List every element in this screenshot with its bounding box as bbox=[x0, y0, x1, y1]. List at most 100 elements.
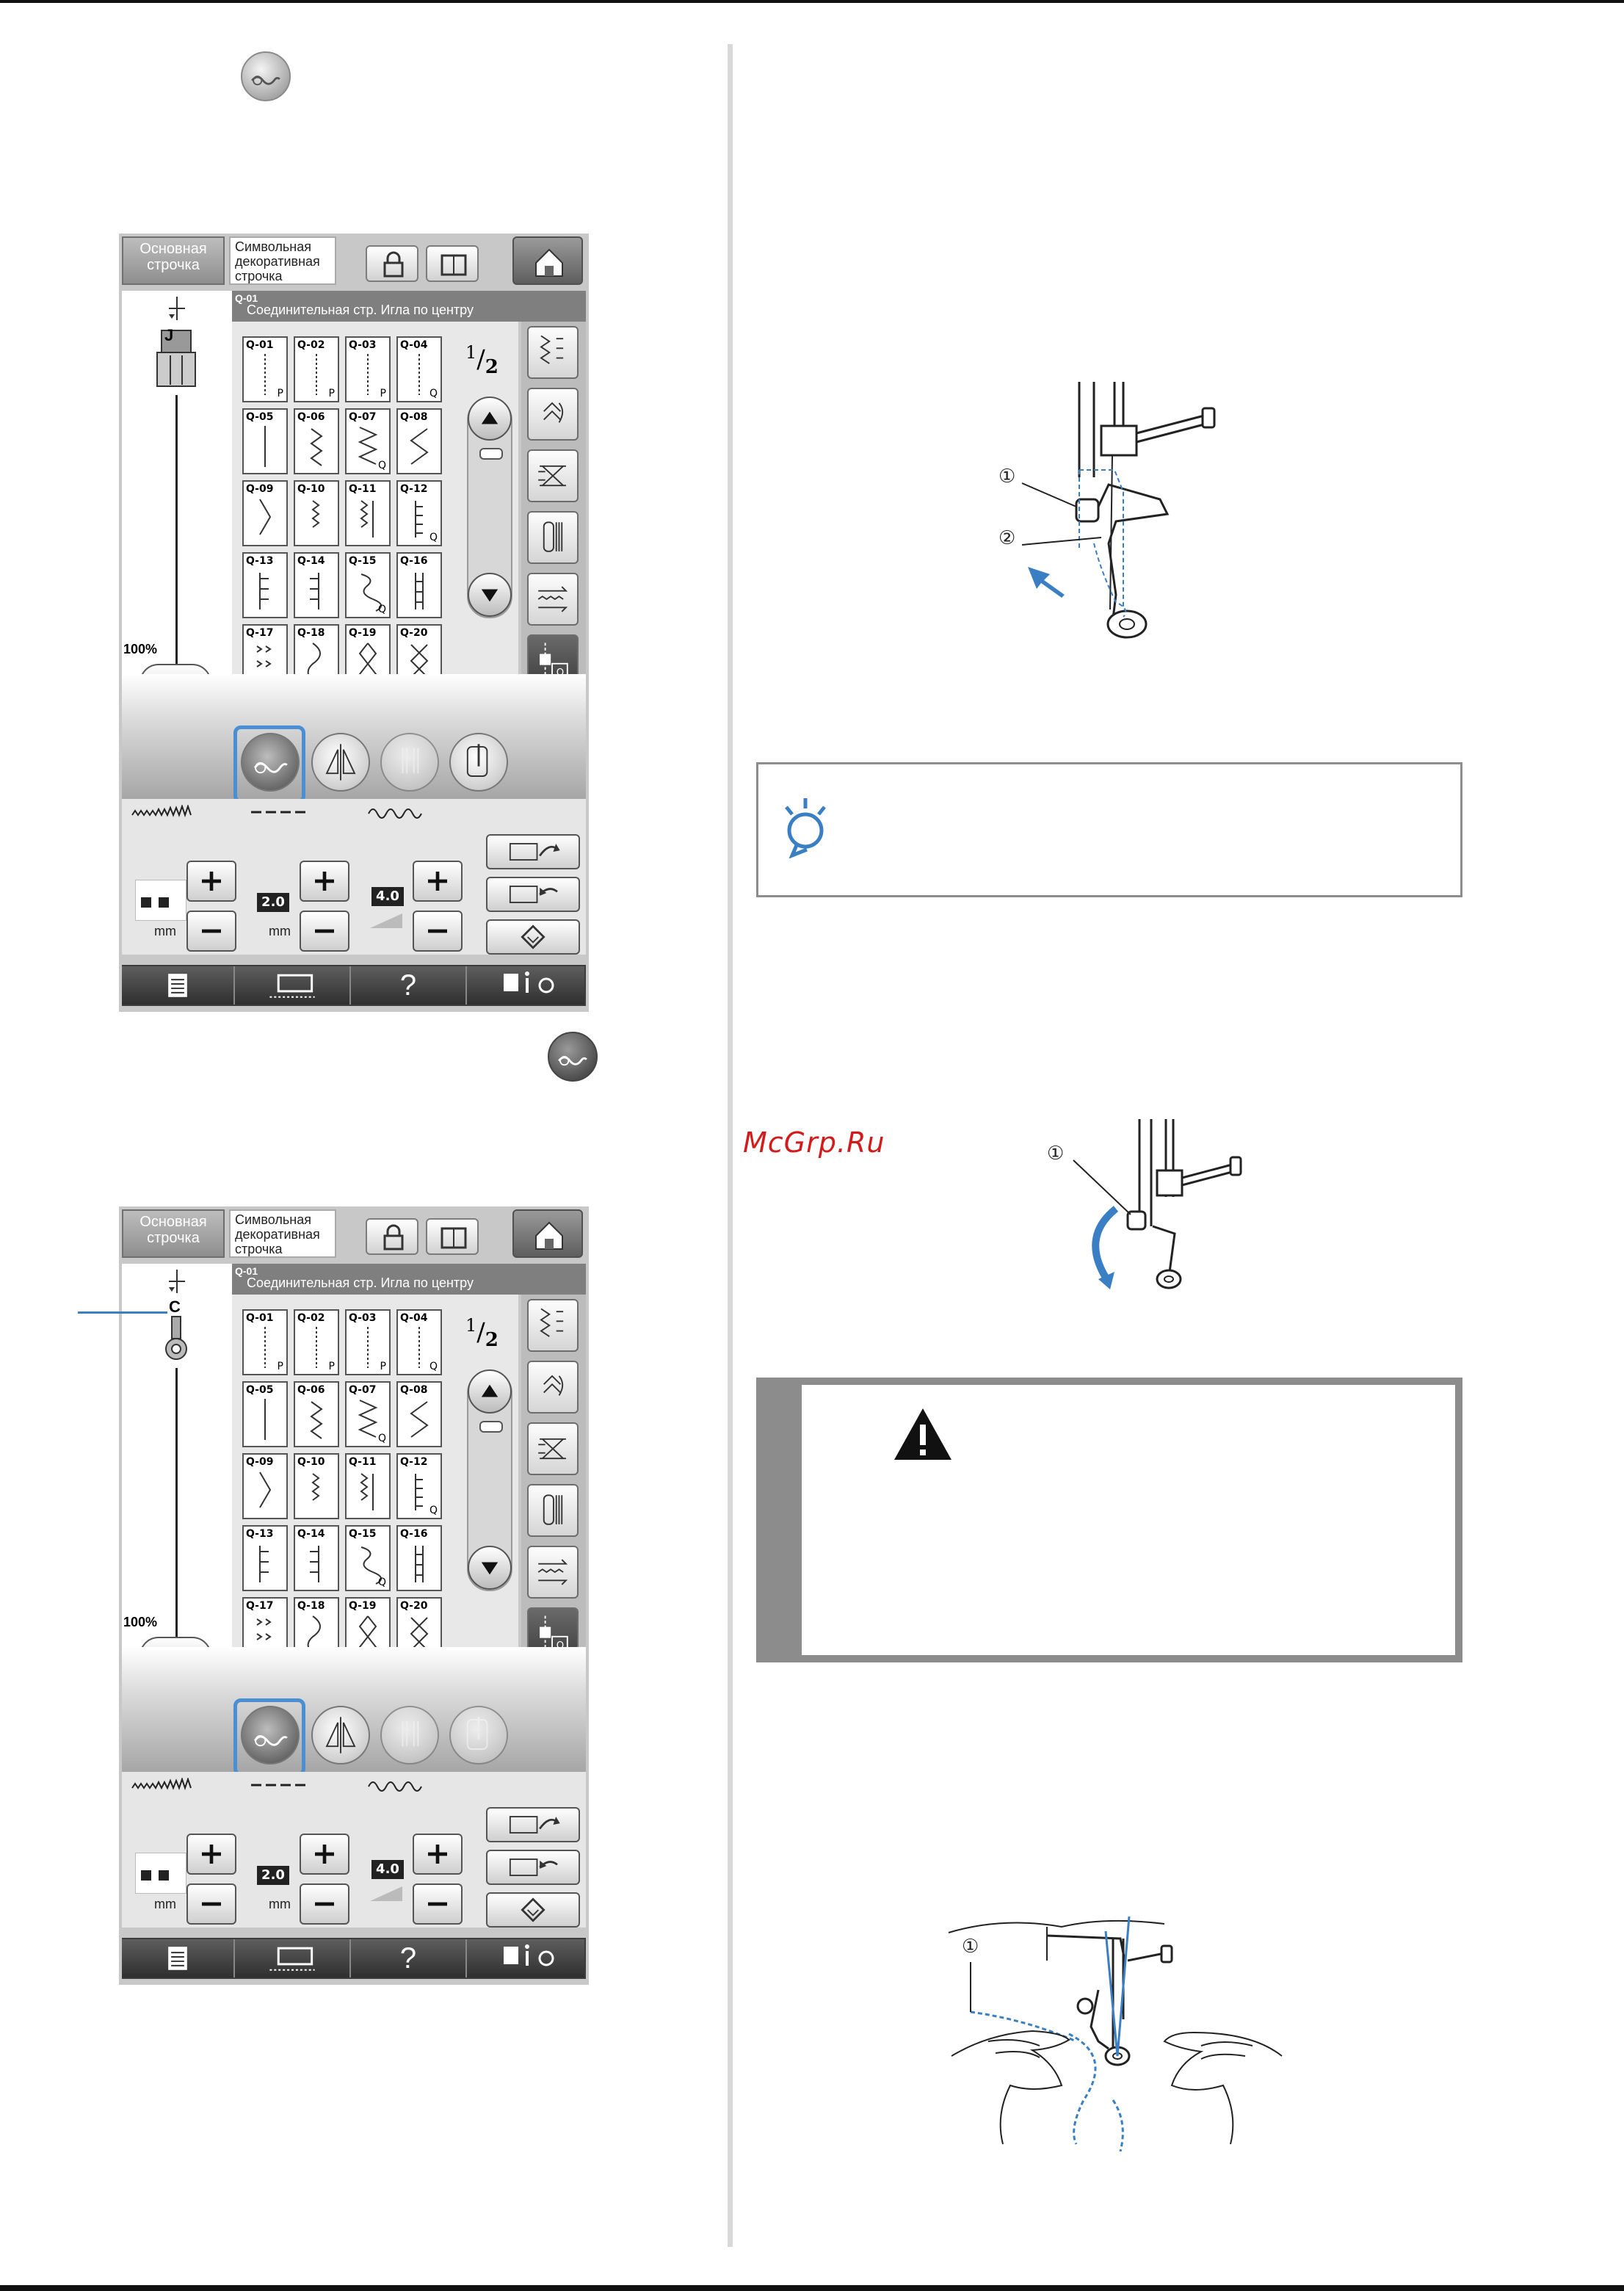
memory-save-button[interactable] bbox=[486, 834, 580, 869]
settings-reset-button[interactable] bbox=[486, 1892, 580, 1928]
length-minus-button[interactable] bbox=[300, 911, 349, 952]
needle-stop-position-button[interactable] bbox=[449, 733, 508, 792]
manual-button[interactable] bbox=[426, 1218, 479, 1255]
home-button[interactable] bbox=[512, 236, 583, 285]
needle-stop-position-button[interactable] bbox=[449, 1706, 508, 1765]
scroll-thumb[interactable] bbox=[479, 1421, 503, 1433]
stitch-pattern-q-14[interactable]: Q-14 bbox=[294, 1525, 339, 1591]
width-unit: mm bbox=[154, 1897, 176, 1911]
home-button[interactable] bbox=[512, 1209, 583, 1258]
stitch-pattern-q-06[interactable]: Q-06 bbox=[294, 408, 339, 474]
stitch-preview-icon bbox=[259, 499, 272, 535]
twin-needle-button[interactable] bbox=[380, 1706, 439, 1765]
memory-save-button[interactable] bbox=[486, 1807, 580, 1842]
tension-plus-button[interactable] bbox=[413, 1834, 463, 1875]
stitch-pattern-q-09[interactable]: Q-09 bbox=[242, 480, 288, 546]
stitch-pattern-q-08[interactable]: Q-08 bbox=[396, 1381, 442, 1447]
stitch-pattern-q-06[interactable]: Q-06 bbox=[294, 1381, 339, 1447]
lock-button[interactable] bbox=[366, 1218, 418, 1255]
category-tape-stitches[interactable] bbox=[527, 1546, 579, 1599]
twin-needle-button[interactable] bbox=[380, 733, 439, 792]
tab-basic-stitch[interactable]: Основная строчка bbox=[122, 1209, 225, 1258]
manual-button[interactable] bbox=[426, 245, 479, 282]
sewing-machine-button[interactable] bbox=[235, 966, 351, 1005]
width-plus-button[interactable] bbox=[186, 1834, 236, 1875]
sewing-machine-button[interactable] bbox=[235, 1939, 351, 1977]
category-tape-stitches[interactable] bbox=[527, 573, 579, 626]
width-plus-button[interactable] bbox=[186, 861, 236, 902]
tab-basic-stitch[interactable]: Основная строчка bbox=[122, 236, 225, 285]
settings-button[interactable] bbox=[467, 966, 584, 1005]
scroll-down-button[interactable] bbox=[468, 1546, 512, 1590]
stitch-pattern-q-13[interactable]: Q-13 bbox=[242, 1525, 288, 1591]
stitch-preview-icon bbox=[310, 1401, 323, 1439]
category-decorative-stitches[interactable] bbox=[527, 388, 579, 441]
category-satin-stitches[interactable] bbox=[527, 1422, 579, 1475]
stitch-pattern-q-10[interactable]: Q-10 bbox=[294, 1453, 339, 1519]
tension-minus-button[interactable] bbox=[413, 1883, 463, 1925]
scroll-up-button[interactable] bbox=[468, 397, 512, 441]
tab-character-stitch[interactable]: Символьная декоративная строчка bbox=[229, 236, 336, 285]
tab-character-stitch[interactable]: Символьная декоративная строчка bbox=[229, 1209, 336, 1258]
tension-plus-button[interactable] bbox=[413, 861, 463, 902]
length-minus-button[interactable] bbox=[300, 1883, 349, 1925]
mirror-image-button[interactable] bbox=[311, 1706, 370, 1765]
stitch-mark-label: Q bbox=[429, 1361, 438, 1372]
stitch-preview-line bbox=[175, 395, 178, 667]
scroll-up-button[interactable] bbox=[468, 1369, 512, 1414]
stitch-pattern-q-08[interactable]: Q-08 bbox=[396, 408, 442, 474]
tension-minus-button[interactable] bbox=[413, 911, 463, 952]
stitch-pattern-q-11[interactable]: Q-11 bbox=[345, 480, 391, 546]
stitch-mark-label: P bbox=[328, 388, 335, 399]
category-decorative-stitches[interactable] bbox=[527, 1361, 579, 1414]
settings-reset-button[interactable] bbox=[486, 919, 580, 955]
scroll-down-button[interactable] bbox=[468, 573, 512, 617]
stitch-pattern-q-11[interactable]: Q-11 bbox=[345, 1453, 391, 1519]
category-utility-stitches[interactable] bbox=[527, 326, 579, 379]
help-button[interactable]: ? bbox=[351, 966, 467, 1005]
stitch-pattern-q-16[interactable]: Q-16 bbox=[396, 552, 442, 618]
stitch-pattern-q-09[interactable]: Q-09 bbox=[242, 1453, 288, 1519]
length-plus-button[interactable] bbox=[300, 1834, 349, 1875]
scroll-thumb[interactable] bbox=[479, 448, 503, 460]
stitch-pattern-q-13[interactable]: Q-13 bbox=[242, 552, 288, 618]
stitch-pattern-q-10[interactable]: Q-10 bbox=[294, 480, 339, 546]
memory-recall-button[interactable] bbox=[486, 877, 580, 912]
category-satin-stitches[interactable] bbox=[527, 449, 579, 502]
width-minus-button[interactable] bbox=[186, 911, 236, 952]
width-minus-button[interactable] bbox=[186, 1883, 236, 1925]
category-buttonhole[interactable] bbox=[527, 1484, 579, 1537]
document-button[interactable] bbox=[122, 1939, 235, 1977]
mirror-image-button[interactable] bbox=[311, 733, 370, 792]
stitch-join-button[interactable] bbox=[241, 1706, 300, 1765]
stitch-code-label: Q-18 bbox=[297, 1600, 325, 1612]
length-plus-button[interactable] bbox=[300, 861, 349, 902]
stitch-pattern-q-16[interactable]: Q-16 bbox=[396, 1525, 442, 1591]
lock-button[interactable] bbox=[366, 245, 418, 282]
category-utility-stitches[interactable] bbox=[527, 1299, 579, 1352]
settings-button[interactable] bbox=[467, 1939, 584, 1977]
stitch-join-button[interactable] bbox=[241, 733, 300, 792]
stitch-pattern-q-14[interactable]: Q-14 bbox=[294, 552, 339, 618]
document-button[interactable] bbox=[122, 966, 235, 1005]
length-unit: mm bbox=[269, 1897, 291, 1911]
category-buttonhole[interactable] bbox=[527, 511, 579, 564]
stitch-pattern-q-05[interactable]: Q-05 bbox=[242, 408, 288, 474]
stitch-pattern-q-05[interactable]: Q-05 bbox=[242, 1381, 288, 1447]
memory-recall-button[interactable] bbox=[486, 1850, 580, 1885]
help-button[interactable]: ? bbox=[351, 1939, 467, 1977]
